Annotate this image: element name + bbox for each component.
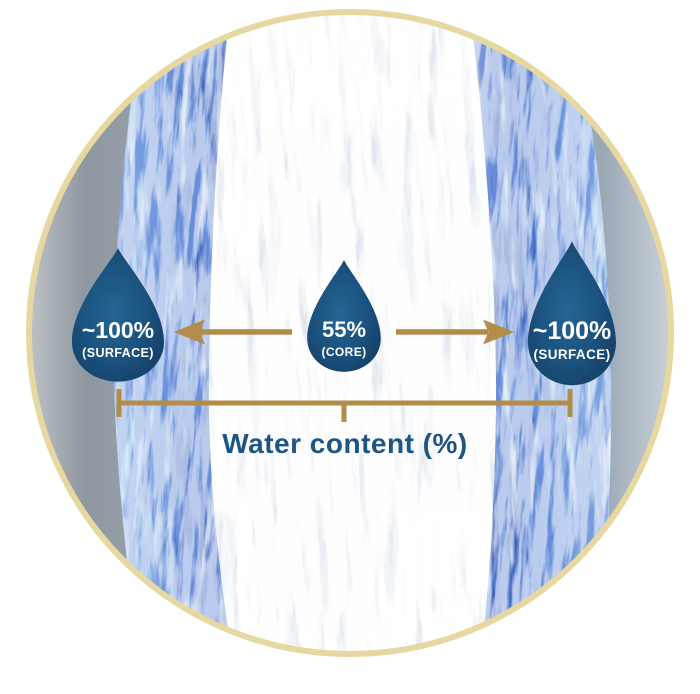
core-label: (CORE) bbox=[321, 345, 366, 359]
droplet-right: ~100% (SURFACE) bbox=[528, 241, 616, 386]
surface-right-label: (SURFACE) bbox=[533, 347, 610, 362]
surface-left-label: (SURFACE) bbox=[82, 346, 154, 360]
bracket-left-tick bbox=[116, 389, 122, 417]
bracket-right-tick bbox=[567, 389, 573, 417]
arrow-left-icon bbox=[174, 319, 292, 345]
circle-border bbox=[26, 9, 674, 657]
droplet-left: ~100% (SURFACE) bbox=[72, 248, 164, 382]
range-bracket bbox=[116, 389, 573, 422]
droplet-center: 55% (CORE) bbox=[307, 259, 381, 372]
arrows bbox=[174, 319, 514, 345]
surface-left-value: ~100% bbox=[82, 317, 154, 343]
core-value: 55% bbox=[322, 317, 366, 342]
diagram-title: Water content (%) bbox=[222, 428, 467, 459]
surface-right-value: ~100% bbox=[533, 317, 612, 345]
arrow-right-icon bbox=[396, 319, 514, 345]
bracket-center-tick bbox=[341, 403, 347, 422]
